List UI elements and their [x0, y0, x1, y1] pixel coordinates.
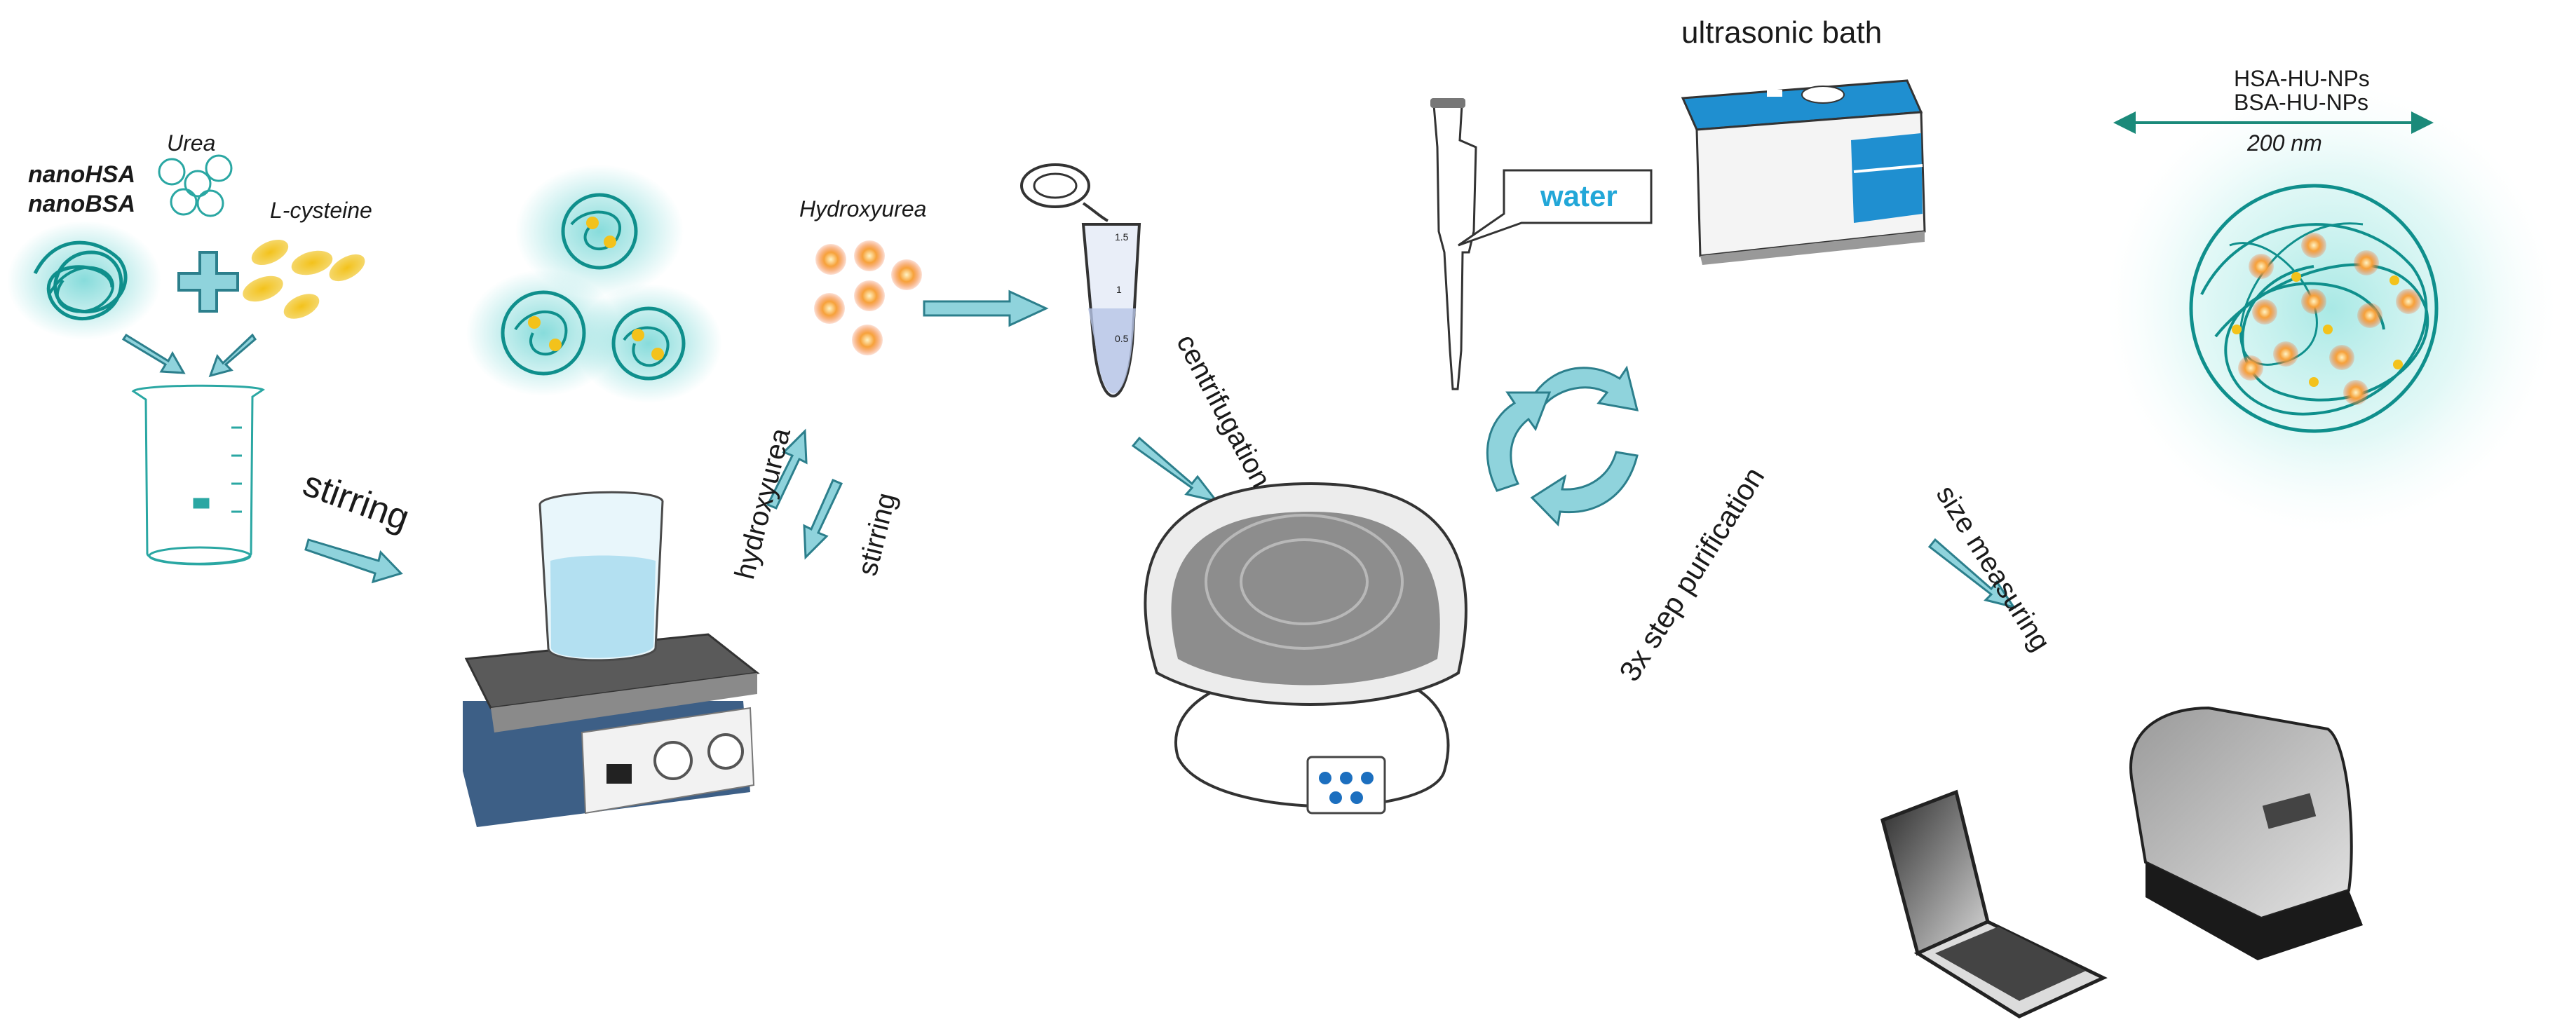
purification-cycle-arrows — [1486, 365, 1639, 527]
hydroxyurea-reagent-label: Hydroxyurea — [799, 196, 927, 222]
bsa-np-label: BSA-HU-NPs — [2234, 90, 2369, 115]
arrow-to-beaker-right — [208, 333, 257, 378]
arrow-stirring — [304, 538, 403, 584]
urea-molecule-icon — [158, 154, 233, 217]
water-callout — [1458, 169, 1653, 247]
tube-mark-0-5: 0.5 — [1115, 333, 1129, 344]
size-analyzer-icon — [2129, 706, 2363, 960]
protein-coil-icon — [7, 221, 161, 340]
tube-mark-1-5: 1.5 — [1115, 231, 1129, 243]
laptop-icon — [1880, 789, 2108, 1018]
hydroxyurea-particles-icon — [814, 240, 922, 355]
final-nanoparticle-icon — [2107, 84, 2556, 533]
arrow-size-measuring — [1927, 538, 2016, 609]
plus-icon — [177, 251, 239, 313]
urea-label: Urea — [167, 130, 216, 156]
arrow-to-beaker-left — [121, 333, 186, 374]
ultrasonic-bath-label: ultrasonic bath — [1681, 15, 1883, 50]
hsa-np-label: HSA-HU-NPs — [2234, 66, 2370, 91]
pipette-icon — [1430, 98, 1477, 390]
l-cysteine-label: L-cysteine — [270, 198, 372, 223]
nanohsa-label: nanoHSA — [28, 161, 135, 188]
arrow-to-tube — [923, 289, 1049, 327]
tube-mark-1: 1 — [1116, 284, 1122, 295]
l-cysteine-particles-icon — [243, 239, 365, 319]
nanoparticle-cluster-icon — [466, 165, 722, 403]
nanobsa-label: nanoBSA — [28, 191, 135, 217]
centrifuge-icon — [1144, 482, 1467, 815]
magnetic-stirrer-icon — [463, 491, 760, 827]
arrow-centrifugation — [1131, 436, 1219, 503]
ultrasonic-bath-icon — [1681, 79, 1926, 265]
beaker-icon — [131, 384, 265, 566]
water-label: water — [1540, 179, 1618, 212]
eppendorf-tube-icon — [1020, 163, 1141, 397]
size-scale-label: 200 nm — [2247, 130, 2322, 156]
double-arrow-hydroxyurea — [766, 428, 843, 560]
